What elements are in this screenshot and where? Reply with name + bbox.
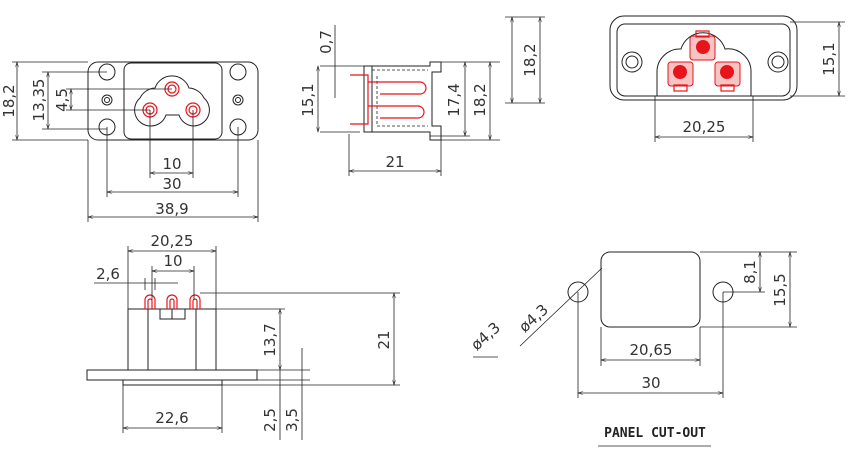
dim-plate-thickness: 3,5 [283,408,301,432]
side-view: 0,7 15,1 17,4 18,2 21 18,2 [299,17,545,176]
dim-bottom-width: 20,25 [151,232,194,250]
dim-cutout-hole-pitch: 30 [641,374,660,392]
dim-body-height: 13,7 [261,323,279,356]
dim-inner-height: 13,35 [30,79,48,122]
dim-height: 18,2 [0,84,18,117]
dim-depth: 21 [385,153,404,171]
panel-cutout-title: PANEL CUT-OUT [604,426,706,441]
panel-cutout: ø4,3 ø4,3 8,1 15,5 20,65 30 PANEL CUT-OU… [467,252,797,447]
dim-upper-height: 8,1 [741,260,759,284]
dim-back-width: 20,25 [683,118,726,136]
dim-back-height: 15,1 [820,42,838,75]
dim-pin-width: 2,6 [96,265,120,283]
dim-total-height: 21 [375,330,393,349]
dim-cutout-height: 15,5 [771,273,789,306]
dim-cutout-width: 20,65 [630,341,673,359]
back-view: 15,1 20,25 [609,15,845,142]
dim-wall: 0,7 [317,30,335,54]
dim-body-height: 17,4 [445,83,463,116]
dim-flange-height: 18,2 [471,83,489,116]
dim-hole-diameter-1: ø4,3 [467,319,504,354]
dim-pin-offset: 4,5 [53,88,71,112]
dim-pin-pitch: 10 [162,155,181,173]
dim-width: 38,9 [155,200,188,218]
dim-hole-pitch: 30 [162,175,181,193]
dim-pin-height: 15,1 [299,83,317,116]
dim-flange-thickness: 2,5 [261,408,279,432]
dim-bottom-pin-pitch: 10 [163,252,182,270]
dim-hole-diameter-2: ø4,3 [515,301,552,336]
dim-plate-width: 22,6 [155,409,188,427]
dim-far-height: 18,2 [521,43,539,76]
bottom-view: 20,25 10 2,6 21 13,7 2,5 3,5 22,6 [86,232,400,440]
front-view: 18,2 13,35 4,5 10 30 38,9 [0,62,258,222]
